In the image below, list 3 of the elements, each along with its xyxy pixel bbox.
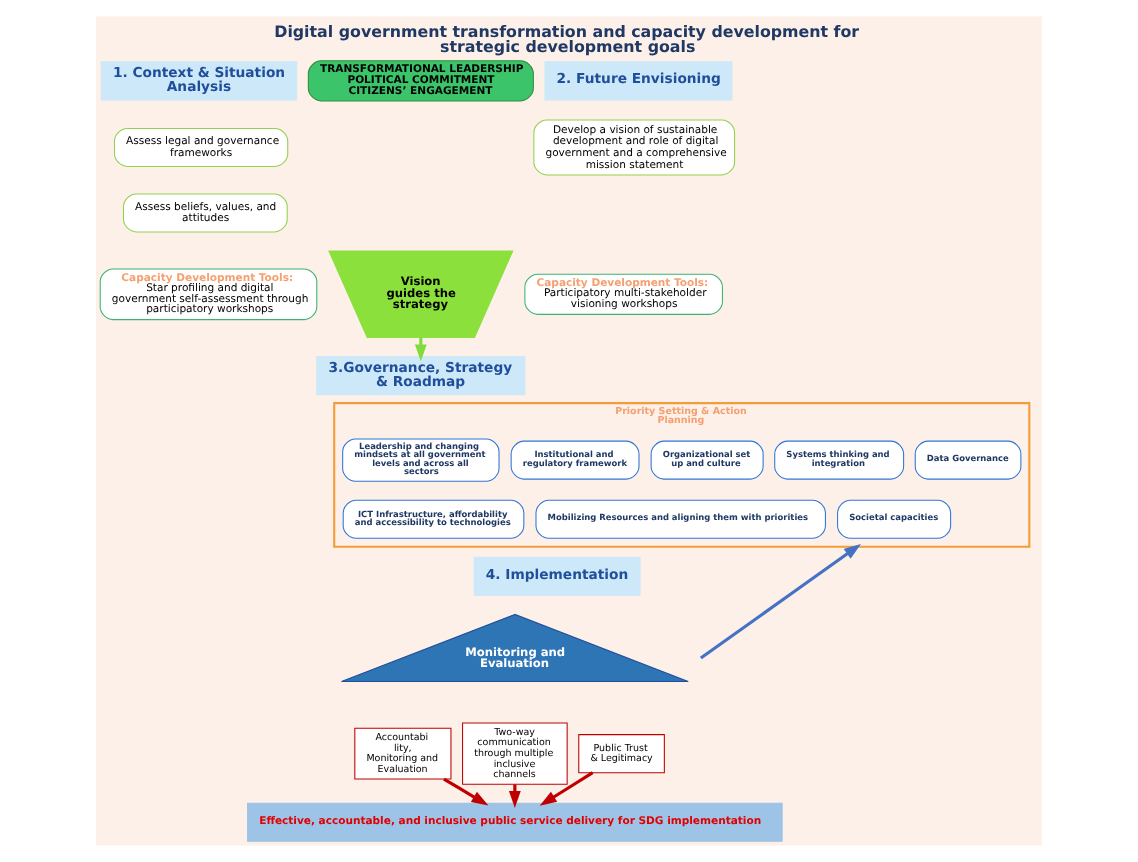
arrow [539,771,594,806]
arrow [699,543,861,660]
arrow [443,777,489,806]
